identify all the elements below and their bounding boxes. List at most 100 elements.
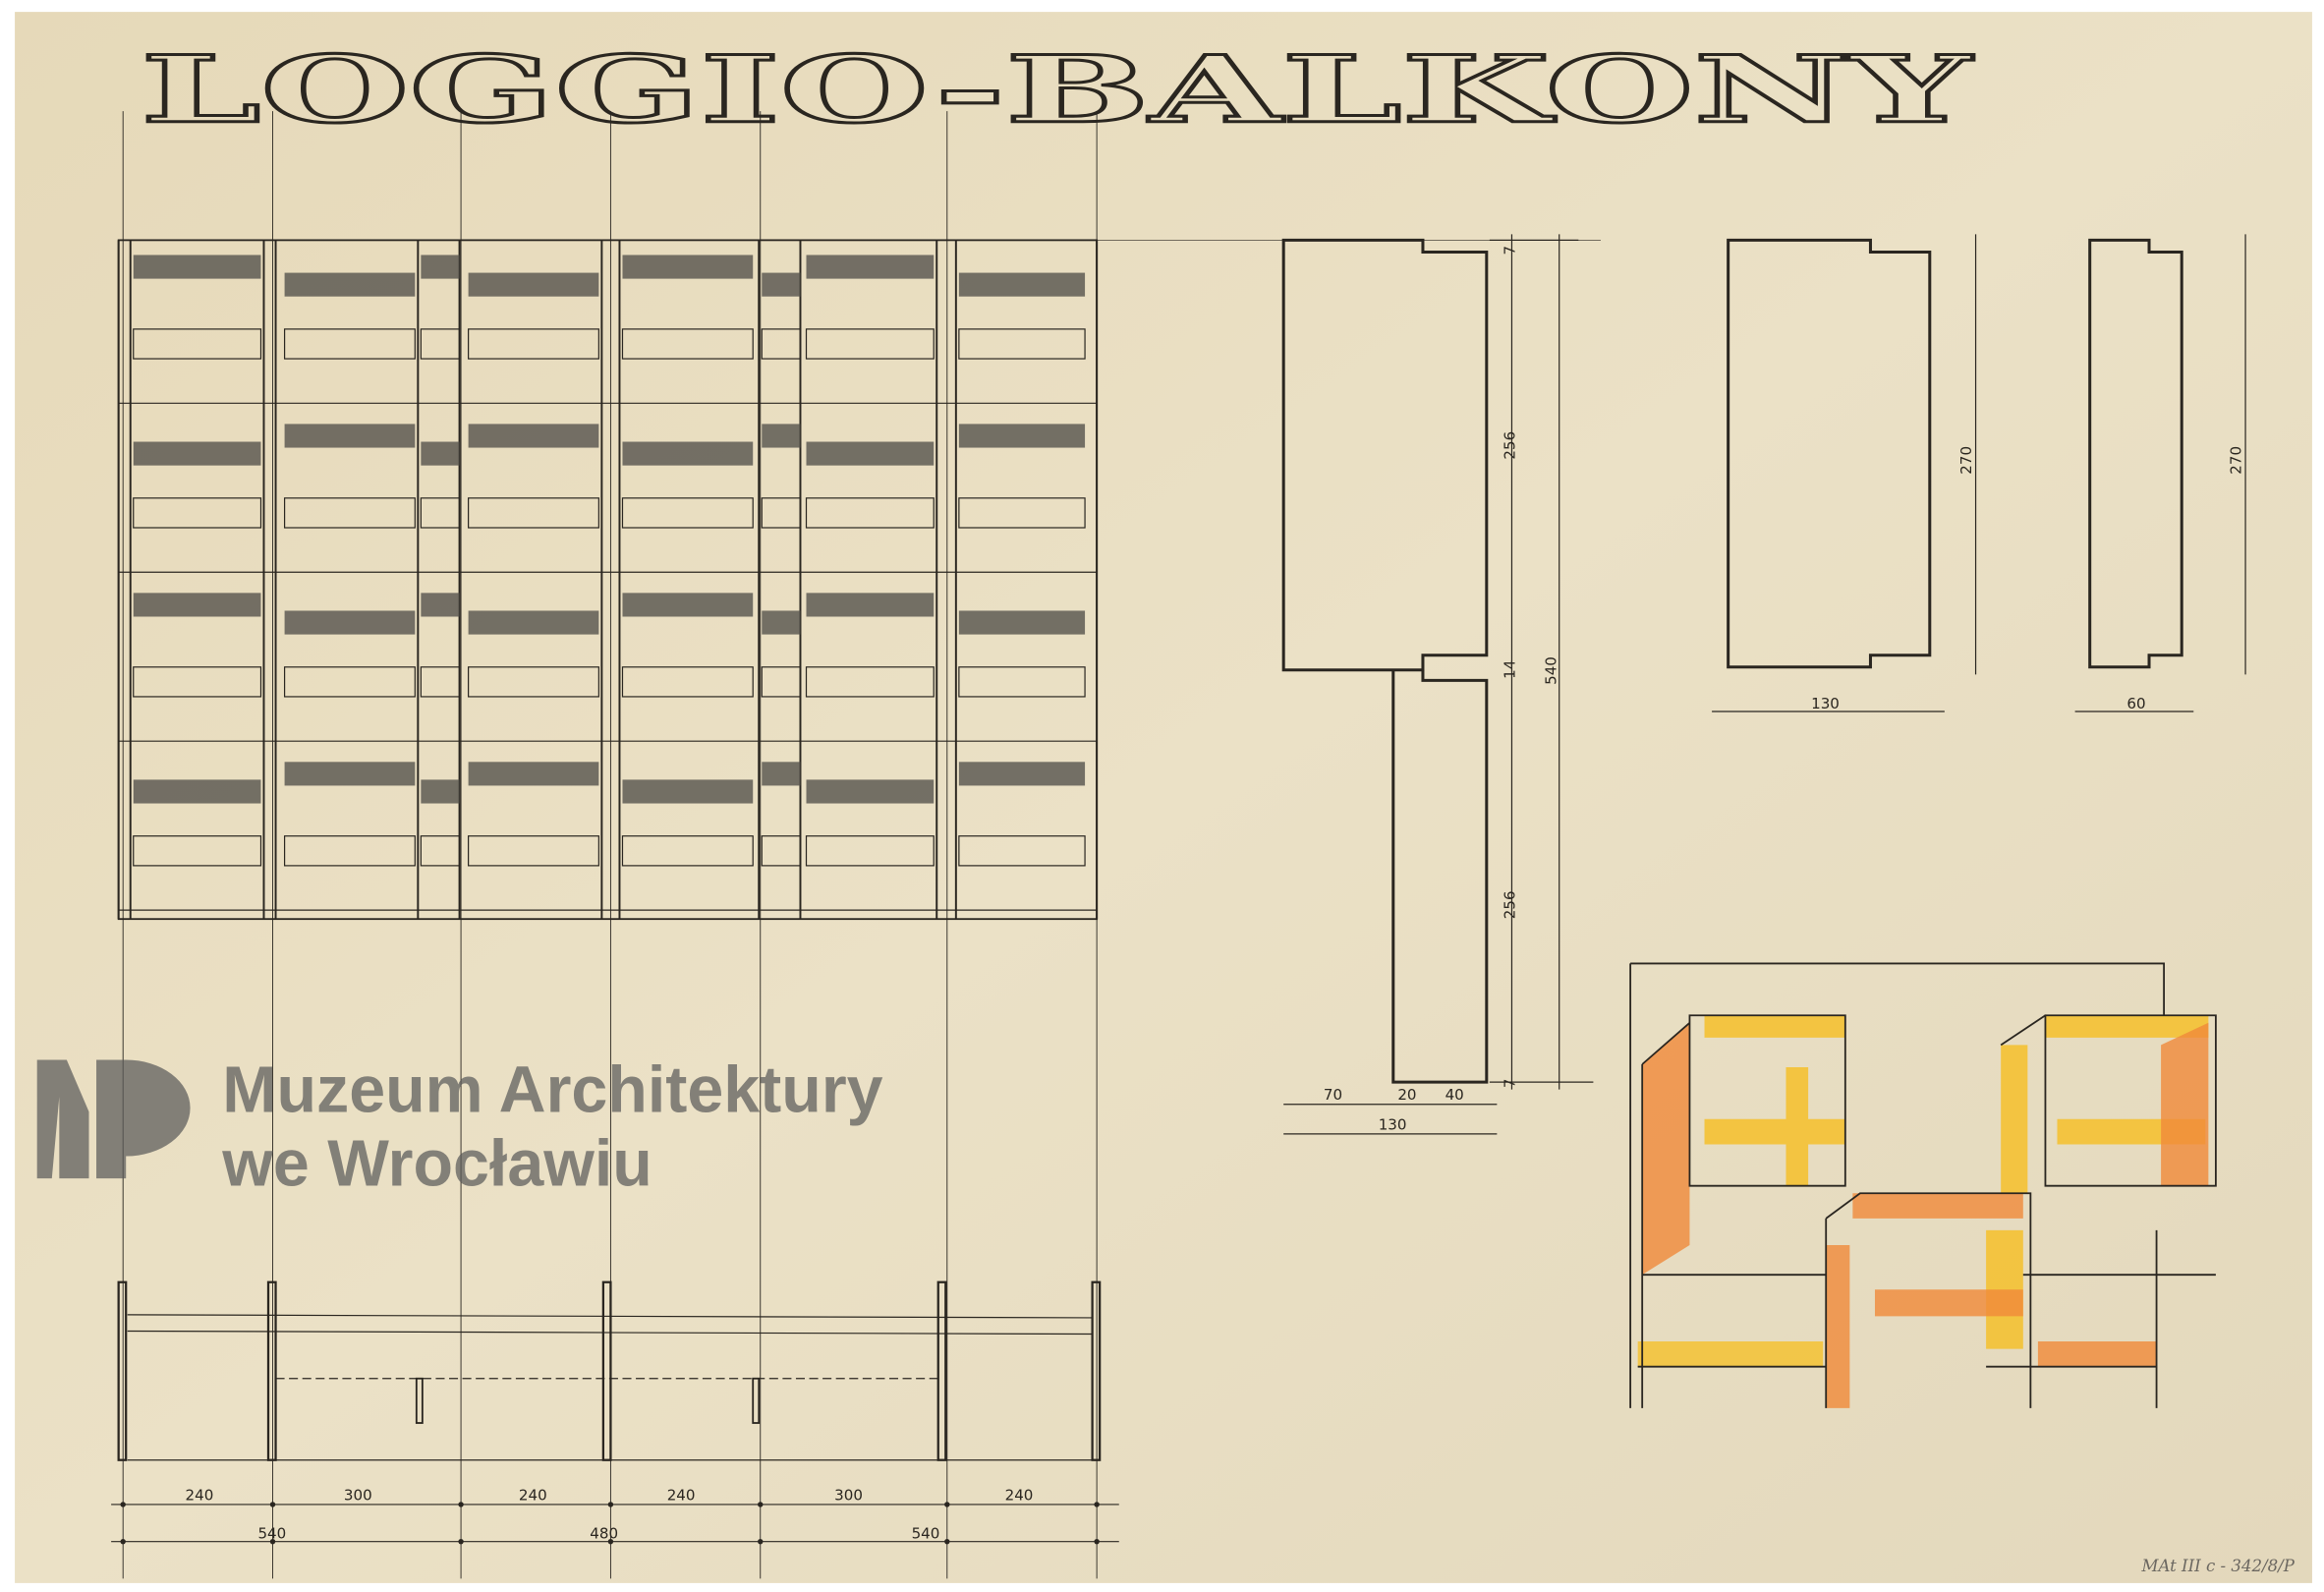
dimension-tick [758,1502,764,1507]
dim-label: 240 [519,1486,547,1504]
shaded-glazing [622,441,754,466]
dim-label: 270 [1957,446,1975,475]
shaded-glazing [468,272,599,297]
dim-label: 7 [1501,1079,1518,1089]
museum-logo [36,1059,191,1179]
plan-partition [752,1377,761,1424]
dim-label: 540 [257,1525,286,1543]
floor-plan [111,1280,1119,1545]
dim-label: 130 [1811,695,1840,712]
dim-label: 540 [912,1525,940,1543]
balustrade-panel [420,835,461,867]
dimension-tick [607,1502,614,1507]
dimension-tick [458,1502,464,1507]
balustrade-panel [283,666,416,698]
shaded-glazing [958,424,1086,448]
balustrade-panel [133,666,262,698]
shaded-glazing [468,424,599,448]
balustrade-panel [283,328,416,360]
shaded-glazing [133,779,261,804]
dim-label: 270 [2228,446,2245,475]
balustrade-panel [133,497,262,529]
plan-line [127,1314,1093,1319]
shaded-glazing [133,593,261,617]
balustrade-panel [805,835,935,867]
shaded-glazing [806,255,935,279]
dimension-tick [458,1538,464,1545]
dim-label: 20 [1397,1086,1416,1104]
dim-label: 240 [667,1486,696,1504]
dim-label: 70 [1324,1086,1342,1104]
dimension-tick [944,1502,950,1507]
balustrade-panel [420,497,461,529]
dim-label: 60 [2126,695,2145,712]
shaded-glazing [284,762,416,786]
shaded-glazing [958,272,1086,297]
isometric-view [1629,962,2217,1408]
shaded-glazing [133,441,261,466]
shaded-glazing [284,272,416,297]
plan-dimension-labels: 240 300 240 240 300 240 540 480 540 [186,1486,1034,1542]
balustrade-panel [761,497,802,529]
balustrade-panel [958,497,1086,529]
plan-wall [1091,1280,1102,1461]
dim-label: 300 [344,1486,372,1504]
dimension-tick [269,1502,276,1507]
plan-wall [117,1280,128,1461]
shaded-glazing [762,424,801,448]
dimension-tick [269,1538,276,1545]
shaded-glazing [806,441,935,466]
dimension-tick [1094,1502,1100,1507]
balustrade-panel [283,497,416,529]
element-profile-60: 270 60 [2074,234,2246,712]
balustrade-panel [761,328,802,360]
dimension-tick [758,1538,764,1545]
balustrade-panel [958,666,1086,698]
shaded-glazing [421,255,460,279]
shaded-glazing [133,255,261,279]
dimension-tick [120,1502,126,1507]
balustrade-panel [621,835,754,867]
drawing-title: LOGGIO-BALKONY [141,36,1973,144]
element-profile-130: 270 130 [1712,234,1977,712]
shaded-glazing [958,610,1086,635]
shaded-glazing [806,779,935,804]
balustrade-panel [805,328,935,360]
dim-label: 7 [1501,246,1518,256]
watermark-line-1: Muzeum Architektury [222,1053,882,1126]
shaded-glazing [762,610,801,635]
balustrade-panel [468,666,599,698]
shaded-glazing [421,441,460,466]
shaded-glazing [762,272,801,297]
balustrade-panel [761,835,802,867]
facade-elevation [117,239,1099,921]
shaded-glazing [622,593,754,617]
shaded-glazing [622,779,754,804]
dim-label: 300 [834,1486,863,1504]
dim-label: 480 [590,1525,618,1543]
plan-partition [415,1377,424,1424]
balustrade-panel [283,835,416,867]
shaded-glazing [468,762,599,786]
balustrade-panel [420,666,461,698]
shaded-glazing [762,762,801,786]
shaded-glazing [468,610,599,635]
dimension-tick [120,1538,126,1545]
dimension-tick [944,1538,950,1545]
shaded-glazing [284,424,416,448]
dim-label: 14 [1501,660,1518,679]
shaded-glazing [421,779,460,804]
balustrade-panel [958,328,1086,360]
balustrade-panel [621,328,754,360]
shaded-glazing [958,762,1086,786]
balustrade-panel [805,497,935,529]
archive-mark: MAt III c - 342/8/P [2140,1557,2295,1575]
balustrade-panel [621,666,754,698]
dim-label: 540 [1543,656,1560,685]
balustrade-panel [761,666,802,698]
balustrade-panel [468,497,599,529]
balustrade-panel [133,328,262,360]
shaded-glazing [421,593,460,617]
balustrade-panel [621,497,754,529]
